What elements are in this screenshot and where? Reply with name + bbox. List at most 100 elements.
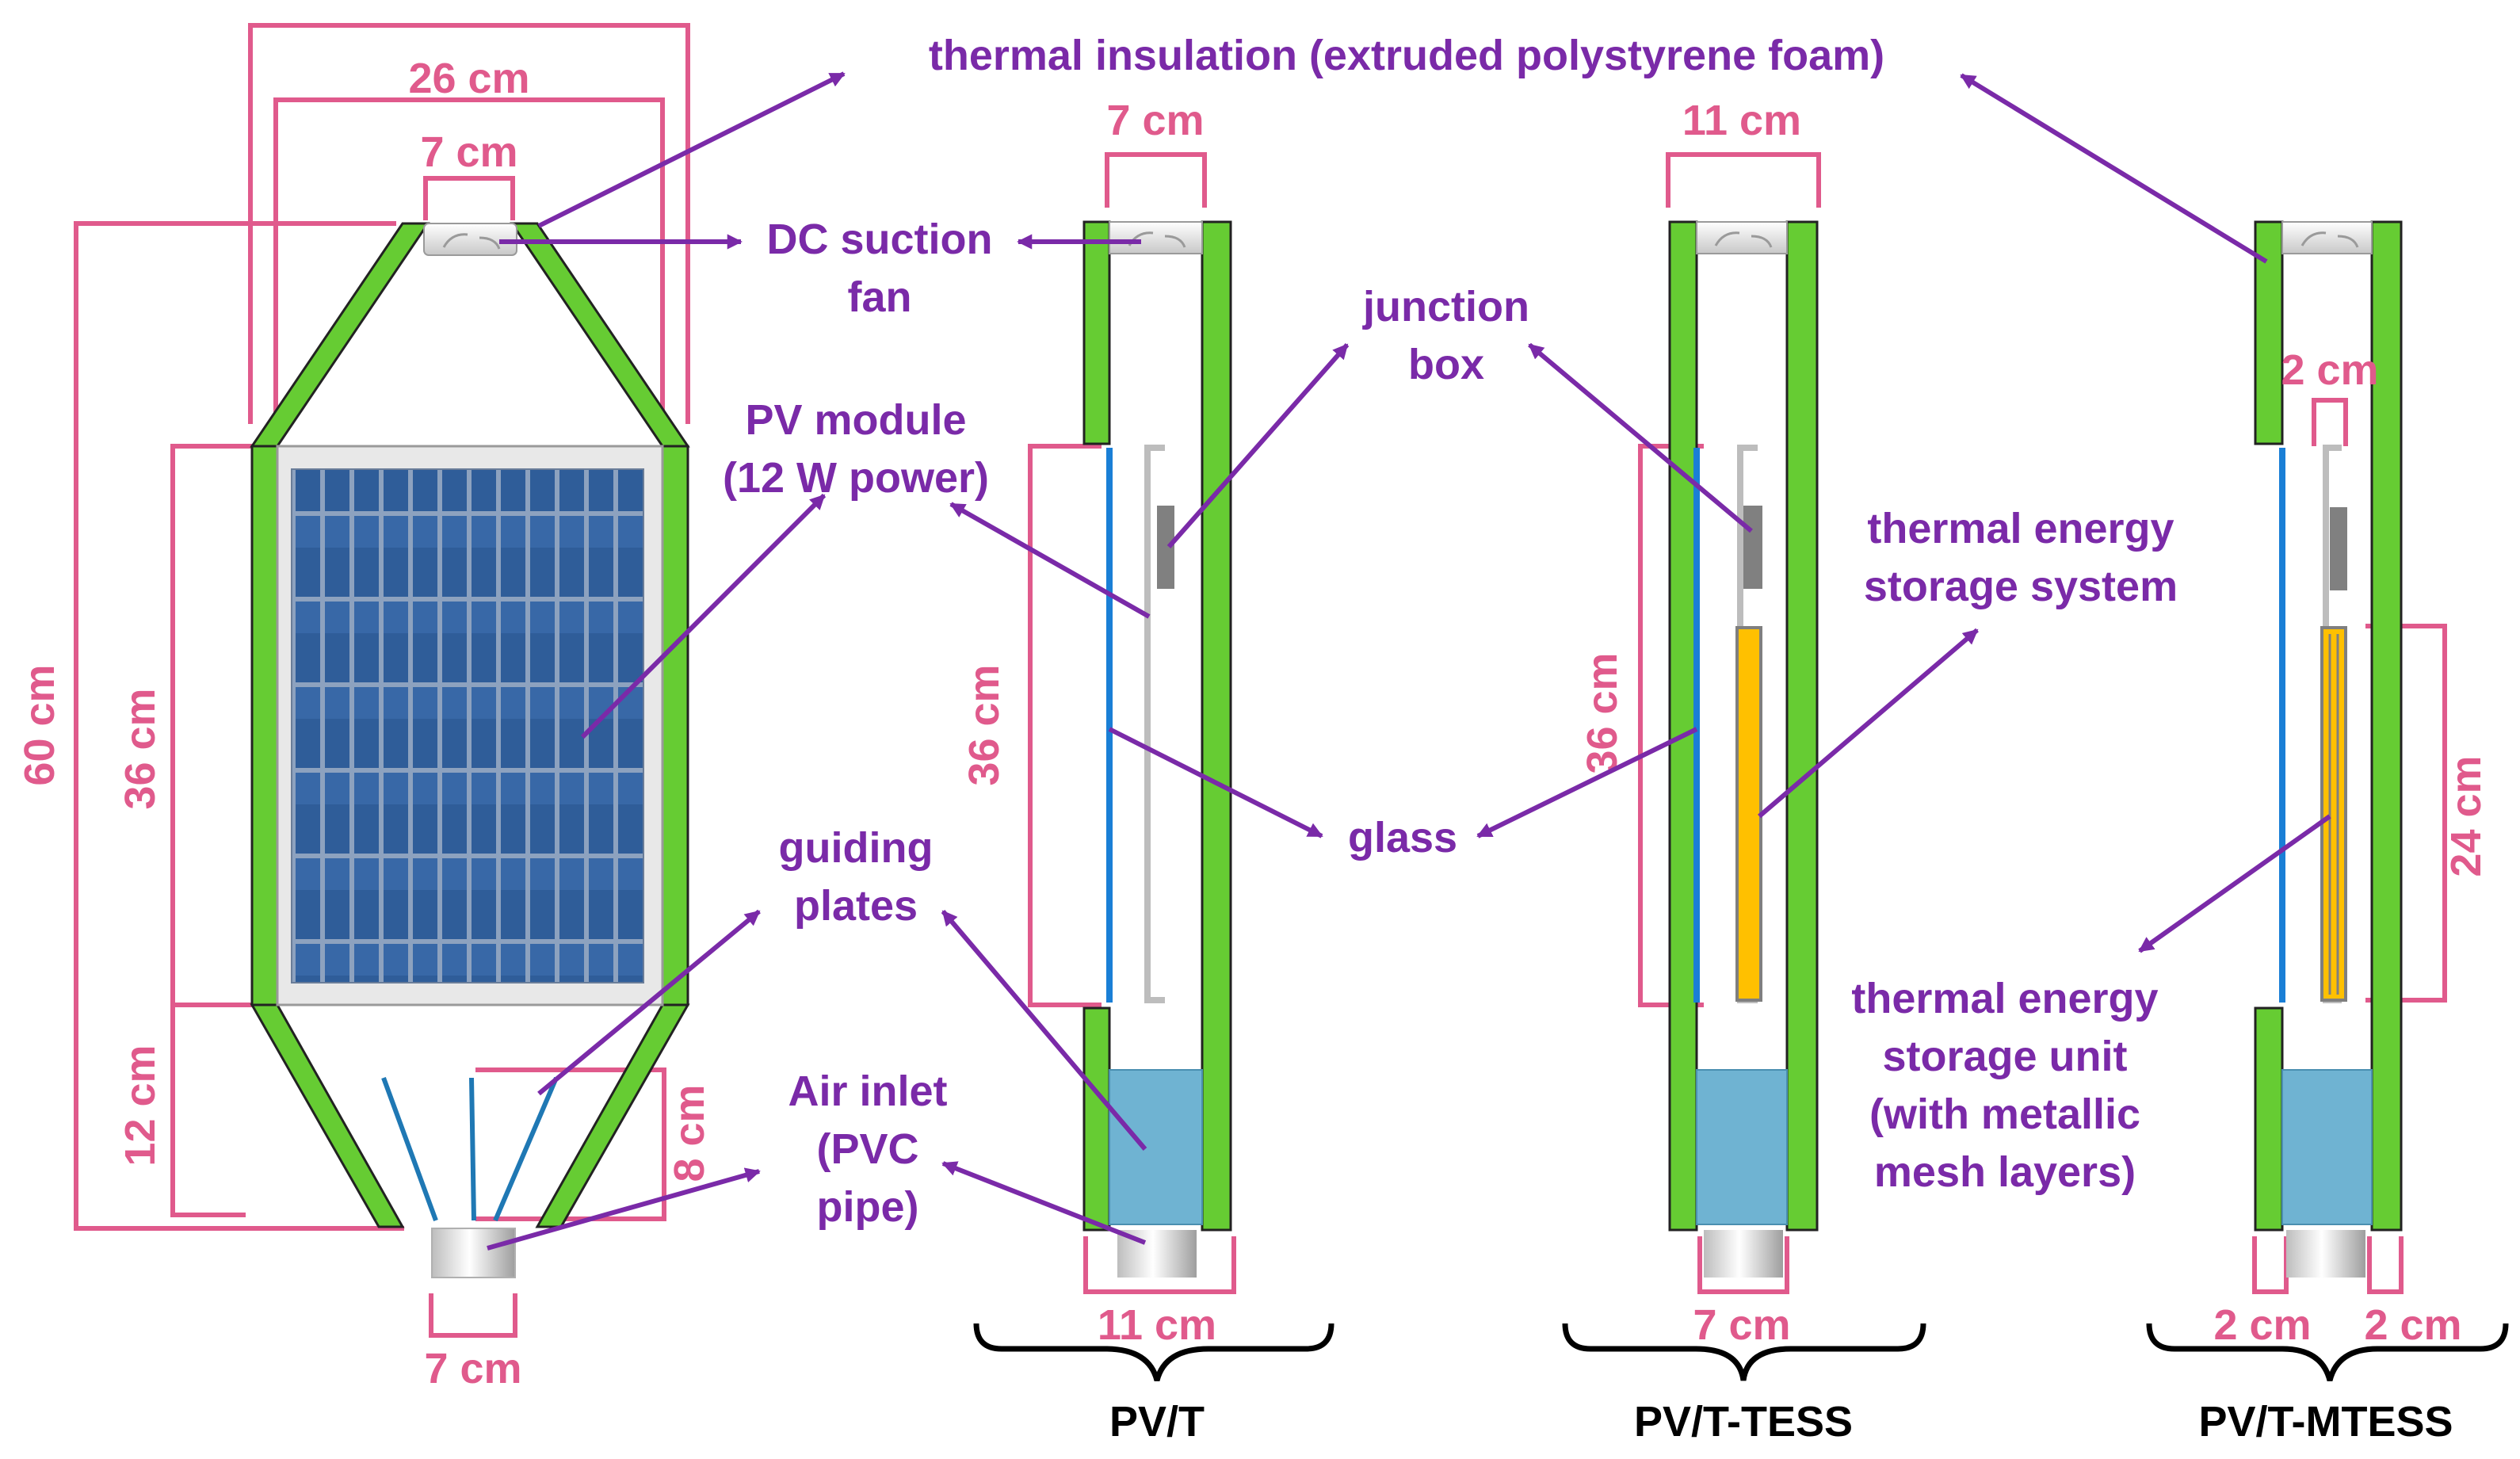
- annotation-arrows: [487, 71, 2331, 1251]
- front-wall-top-left: [250, 222, 430, 448]
- front-wall-bottom-right: [535, 1003, 690, 1228]
- dim-front-bottom-height: 12 cm: [116, 1045, 164, 1166]
- label-mtess-line4: mesh layers): [1874, 1148, 2136, 1196]
- pvt-fan: [1109, 221, 1203, 254]
- label-inlet-line1: Air inlet: [788, 1068, 947, 1115]
- mtess-bottom-right-frame: [2367, 1236, 2404, 1294]
- front-view: 26 cm 7 cm 60 cm 36 cm 12 cm 8 cm 7 cm: [16, 23, 713, 1392]
- pvt-wall-right: [1201, 220, 1232, 1232]
- mtess-fan-blade-icon: [2300, 231, 2359, 248]
- pvt-top-frame: [1105, 152, 1207, 208]
- dim-front-top-outlet: 7 cm: [420, 128, 517, 176]
- arrow-junction-tess: [1528, 342, 1753, 533]
- arrow-tess-storage: [1758, 628, 1979, 819]
- label-fan-line1: DC suction: [766, 216, 992, 263]
- tess-junction-box: [1743, 506, 1762, 589]
- front-bottom-7cm-frame: [429, 1293, 517, 1338]
- dim-mtess-bottom-right: 2 cm: [2364, 1301, 2461, 1349]
- pvt-36cm-line: [1028, 444, 1102, 1007]
- arrow-junction-pvt: [1166, 343, 1350, 548]
- front-wall-right: [661, 445, 689, 1006]
- arrow-pv-front: [580, 493, 827, 739]
- tess-wall-left: [1668, 220, 1698, 1232]
- arrow-guiding-pvt: [941, 910, 1147, 1151]
- mtess-brace: [2146, 1323, 2509, 1381]
- mtess-wall-left-bottom: [2254, 1006, 2284, 1232]
- tess-bottom-frame: [1697, 1236, 1789, 1294]
- label-insulation: thermal insulation (extruded polystyrene…: [929, 32, 1884, 79]
- front-60cm-line: [74, 221, 404, 1231]
- caption-pvt-mtess: PV/T-MTESS: [2198, 1398, 2453, 1446]
- dim-front-width: 26 cm: [408, 55, 529, 102]
- dim-front-bottom-inlet: 7 cm: [424, 1345, 521, 1392]
- guiding-plate-3: [493, 1076, 559, 1222]
- tess-top-frame: [1666, 152, 1821, 208]
- label-inlet-line3: pipe): [817, 1183, 919, 1231]
- dim-front-guide-height: 8 cm: [666, 1084, 713, 1182]
- pvt-junction-box: [1157, 506, 1174, 589]
- caption-pvt-tess: PV/T-TESS: [1634, 1398, 1853, 1446]
- dim-mtess-gap: 2 cm: [2281, 346, 2378, 394]
- pvt-pv-plate: [1144, 445, 1165, 1003]
- label-guiding-line2: plates: [794, 882, 918, 930]
- label-tess-line1: thermal energy: [1867, 505, 2174, 552]
- label-fan-line2: fan: [848, 273, 912, 321]
- dim-mtess-height: 24 cm: [2442, 755, 2490, 877]
- tess-brace: [1562, 1323, 1926, 1381]
- arrow-glass-tess: [1476, 727, 1698, 838]
- dim-pvt-height: 36 cm: [960, 664, 1008, 785]
- arrow-glass-pvt: [1108, 727, 1323, 838]
- arrow-guiding-front: [537, 909, 761, 1096]
- label-mtess-line2: storage unit: [1882, 1033, 2127, 1080]
- mtess-wall-left-top: [2254, 220, 2284, 445]
- pvt-mtess-side-view: 2 cm 24 cm 2 cm 2 cm PV/T-MTESS: [2146, 220, 2509, 1446]
- dim-tess-top: 11 cm: [1682, 97, 1801, 144]
- pvt-air-duct: [1109, 1069, 1203, 1225]
- label-mtess-line1: thermal energy: [1851, 975, 2158, 1022]
- annotation-labels: thermal insulation (extruded polystyrene…: [723, 32, 2178, 1231]
- arrow-mtess-storage: [2138, 814, 2331, 953]
- dim-pvt-bottom: 11 cm: [1098, 1301, 1216, 1349]
- arrow-insulation-left: [537, 71, 846, 228]
- guiding-plate-1: [381, 1076, 438, 1222]
- pvt-wall-left-top: [1082, 220, 1111, 445]
- label-tess-line2: storage system: [1864, 563, 2178, 610]
- tess-air-duct: [1696, 1069, 1788, 1225]
- tess-fan: [1696, 221, 1788, 254]
- arrow-inlet-pvt: [941, 1161, 1147, 1245]
- dim-mtess-bottom-left: 2 cm: [2213, 1301, 2311, 1349]
- label-inlet-line2: (PVC: [816, 1125, 918, 1173]
- front-wall-bottom-left: [250, 1003, 405, 1228]
- pvt-brace: [973, 1323, 1334, 1381]
- mtess-24cm-line: [2365, 624, 2447, 1003]
- dim-front-height: 60 cm: [16, 664, 63, 785]
- label-pv-line1: PV module: [745, 396, 966, 444]
- tess-fan-blade-icon: [1714, 231, 1773, 248]
- front-top-7cm-frame: [423, 176, 515, 220]
- pvt-wall-left-bottom: [1082, 1006, 1111, 1232]
- label-glass: glass: [1348, 814, 1457, 861]
- front-12cm-line: [170, 1005, 246, 1217]
- label-guiding-line1: guiding: [779, 824, 934, 872]
- label-pv-line2: (12 W power): [723, 454, 989, 502]
- mtess-junction-box: [2330, 507, 2347, 590]
- caption-pvt: PV/T: [1109, 1398, 1205, 1446]
- tess-inlet-pipe: [1704, 1230, 1783, 1278]
- dim-tess-height: 36 cm: [1579, 652, 1626, 773]
- mtess-storage: [2320, 626, 2347, 1002]
- mtess-wall-right: [2370, 220, 2403, 1232]
- guiding-plate-2: [469, 1077, 476, 1221]
- pvt-side-view: 7 cm 36 cm 11 cm PV/T: [960, 97, 1334, 1446]
- pv-module-cells: [291, 468, 644, 983]
- label-junction-line2: box: [1408, 341, 1484, 388]
- fan-blade-icon: [442, 233, 501, 250]
- label-junction-line1: junction: [1362, 283, 1529, 330]
- pvt-tess-side-view: 11 cm 36 cm 7 cm PV/T-TESS: [1562, 97, 1926, 1446]
- dim-pvt-top: 7 cm: [1106, 97, 1204, 144]
- dim-front-pv-height: 36 cm: [116, 688, 164, 809]
- mtess-bottom-left-frame: [2252, 1236, 2289, 1294]
- inlet-pipe-front: [431, 1228, 516, 1278]
- tess-wall-right: [1785, 220, 1819, 1232]
- arrow-inlet-front: [487, 1167, 761, 1251]
